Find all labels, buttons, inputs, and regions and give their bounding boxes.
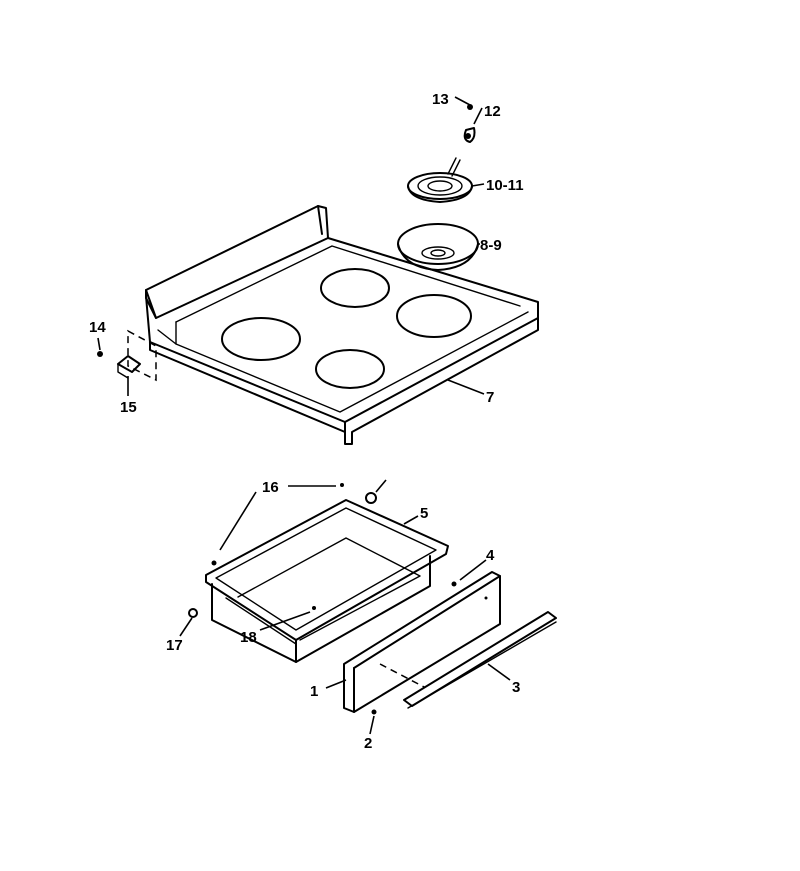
callout-3: 3: [512, 679, 520, 696]
callout-2: 2: [364, 735, 372, 752]
callout-1: 1: [310, 683, 318, 700]
callout-14: 14: [89, 319, 106, 336]
callout-5: 5: [420, 505, 428, 522]
callout-4: 4: [486, 547, 495, 564]
callout-17: 17: [166, 637, 183, 654]
drawer-handle-trim: [403, 611, 557, 709]
terminal-block: [463, 127, 476, 143]
callout-10-11: 10-11: [486, 177, 524, 194]
callout-13: 13: [432, 91, 449, 108]
cooktop-main-top: [145, 205, 539, 445]
burner-opening-left-front: [221, 317, 301, 361]
glide-rivet: [188, 608, 198, 618]
callout-7: 7: [486, 389, 494, 406]
burner-opening-left-rear: [320, 268, 390, 308]
burner-opening-right-rear: [396, 294, 472, 338]
callout-8-9: 8-9: [480, 237, 502, 254]
leader-lines: [97, 96, 511, 735]
drawer-roller: [365, 492, 377, 504]
side-bracket: [117, 329, 157, 382]
callout-15: 15: [120, 399, 137, 416]
burner-opening-right-front: [315, 349, 385, 389]
terminal-screw: [467, 104, 473, 110]
drawer-stop-screw: [340, 483, 344, 487]
drawer-front-panel: [343, 571, 501, 713]
callout-12: 12: [484, 103, 501, 120]
drawer-pan: [205, 499, 449, 663]
surface-element: [407, 157, 473, 203]
bracket-screw: [97, 351, 103, 357]
callout-16: 16: [262, 479, 279, 496]
drawer-screw: [371, 709, 377, 715]
callout-18: 18: [240, 629, 257, 646]
drawer-clip: [451, 581, 457, 587]
callout-labels: 13 12 10-11 8-9 7 14 15 16 5 4 17 18 1 3…: [89, 91, 524, 752]
